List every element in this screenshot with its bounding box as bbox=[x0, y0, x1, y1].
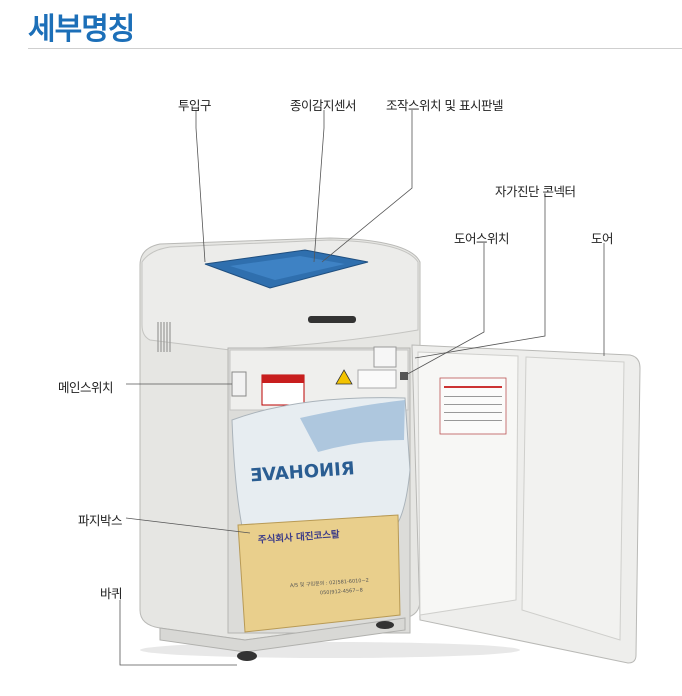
main-switch bbox=[231, 371, 247, 397]
title-divider bbox=[28, 48, 682, 49]
page-title: 세부명칭 bbox=[28, 12, 135, 47]
callout-door-switch bbox=[403, 243, 485, 377]
label-door: 도어 bbox=[591, 231, 614, 246]
box-as-line2: 050)912-4567~8 bbox=[320, 587, 363, 596]
wheel-front bbox=[237, 651, 257, 661]
label-paper-sensor: 종이감지센서 bbox=[290, 98, 357, 113]
callout-shred-box bbox=[125, 517, 251, 534]
inlet-slot bbox=[230, 256, 345, 280]
door-inner-panel-right bbox=[521, 356, 625, 641]
label-line bbox=[444, 420, 502, 421]
side-vent bbox=[157, 322, 171, 352]
wheel-rear bbox=[376, 621, 394, 629]
shred-box bbox=[237, 514, 401, 633]
callout-control-panel bbox=[321, 110, 413, 263]
callout-inlet bbox=[195, 110, 206, 263]
label-door-switch: 도어스위치 bbox=[454, 231, 510, 246]
label-line bbox=[444, 404, 502, 405]
connector-plate bbox=[373, 346, 397, 368]
label-line bbox=[444, 396, 502, 397]
callout-wheel bbox=[119, 600, 237, 666]
callout-lines bbox=[119, 110, 605, 666]
control-slot bbox=[308, 316, 356, 323]
callout-paper-sensor bbox=[313, 110, 325, 263]
label-control-panel: 조작스위치 및 표시판넬 bbox=[386, 98, 503, 113]
label-main-switch: 메인스위치 bbox=[58, 380, 114, 395]
callout-self-diag bbox=[414, 196, 546, 359]
base bbox=[159, 617, 406, 653]
label-self-diag-connector: 자가진단 콘넥터 bbox=[495, 184, 576, 199]
label-line bbox=[444, 412, 502, 413]
warning-label-header bbox=[262, 375, 304, 383]
label-inlet: 투입구 bbox=[178, 98, 212, 113]
label-shred-box: 파지박스 bbox=[78, 513, 123, 528]
bag-print bbox=[300, 400, 405, 452]
info-sticker bbox=[357, 369, 397, 389]
label-line bbox=[444, 386, 502, 388]
label-wheel: 바퀴 bbox=[100, 586, 123, 601]
box-company-text: 주식회사 대진코스탈 bbox=[257, 528, 340, 546]
caution-triangle-icon bbox=[335, 369, 353, 385]
